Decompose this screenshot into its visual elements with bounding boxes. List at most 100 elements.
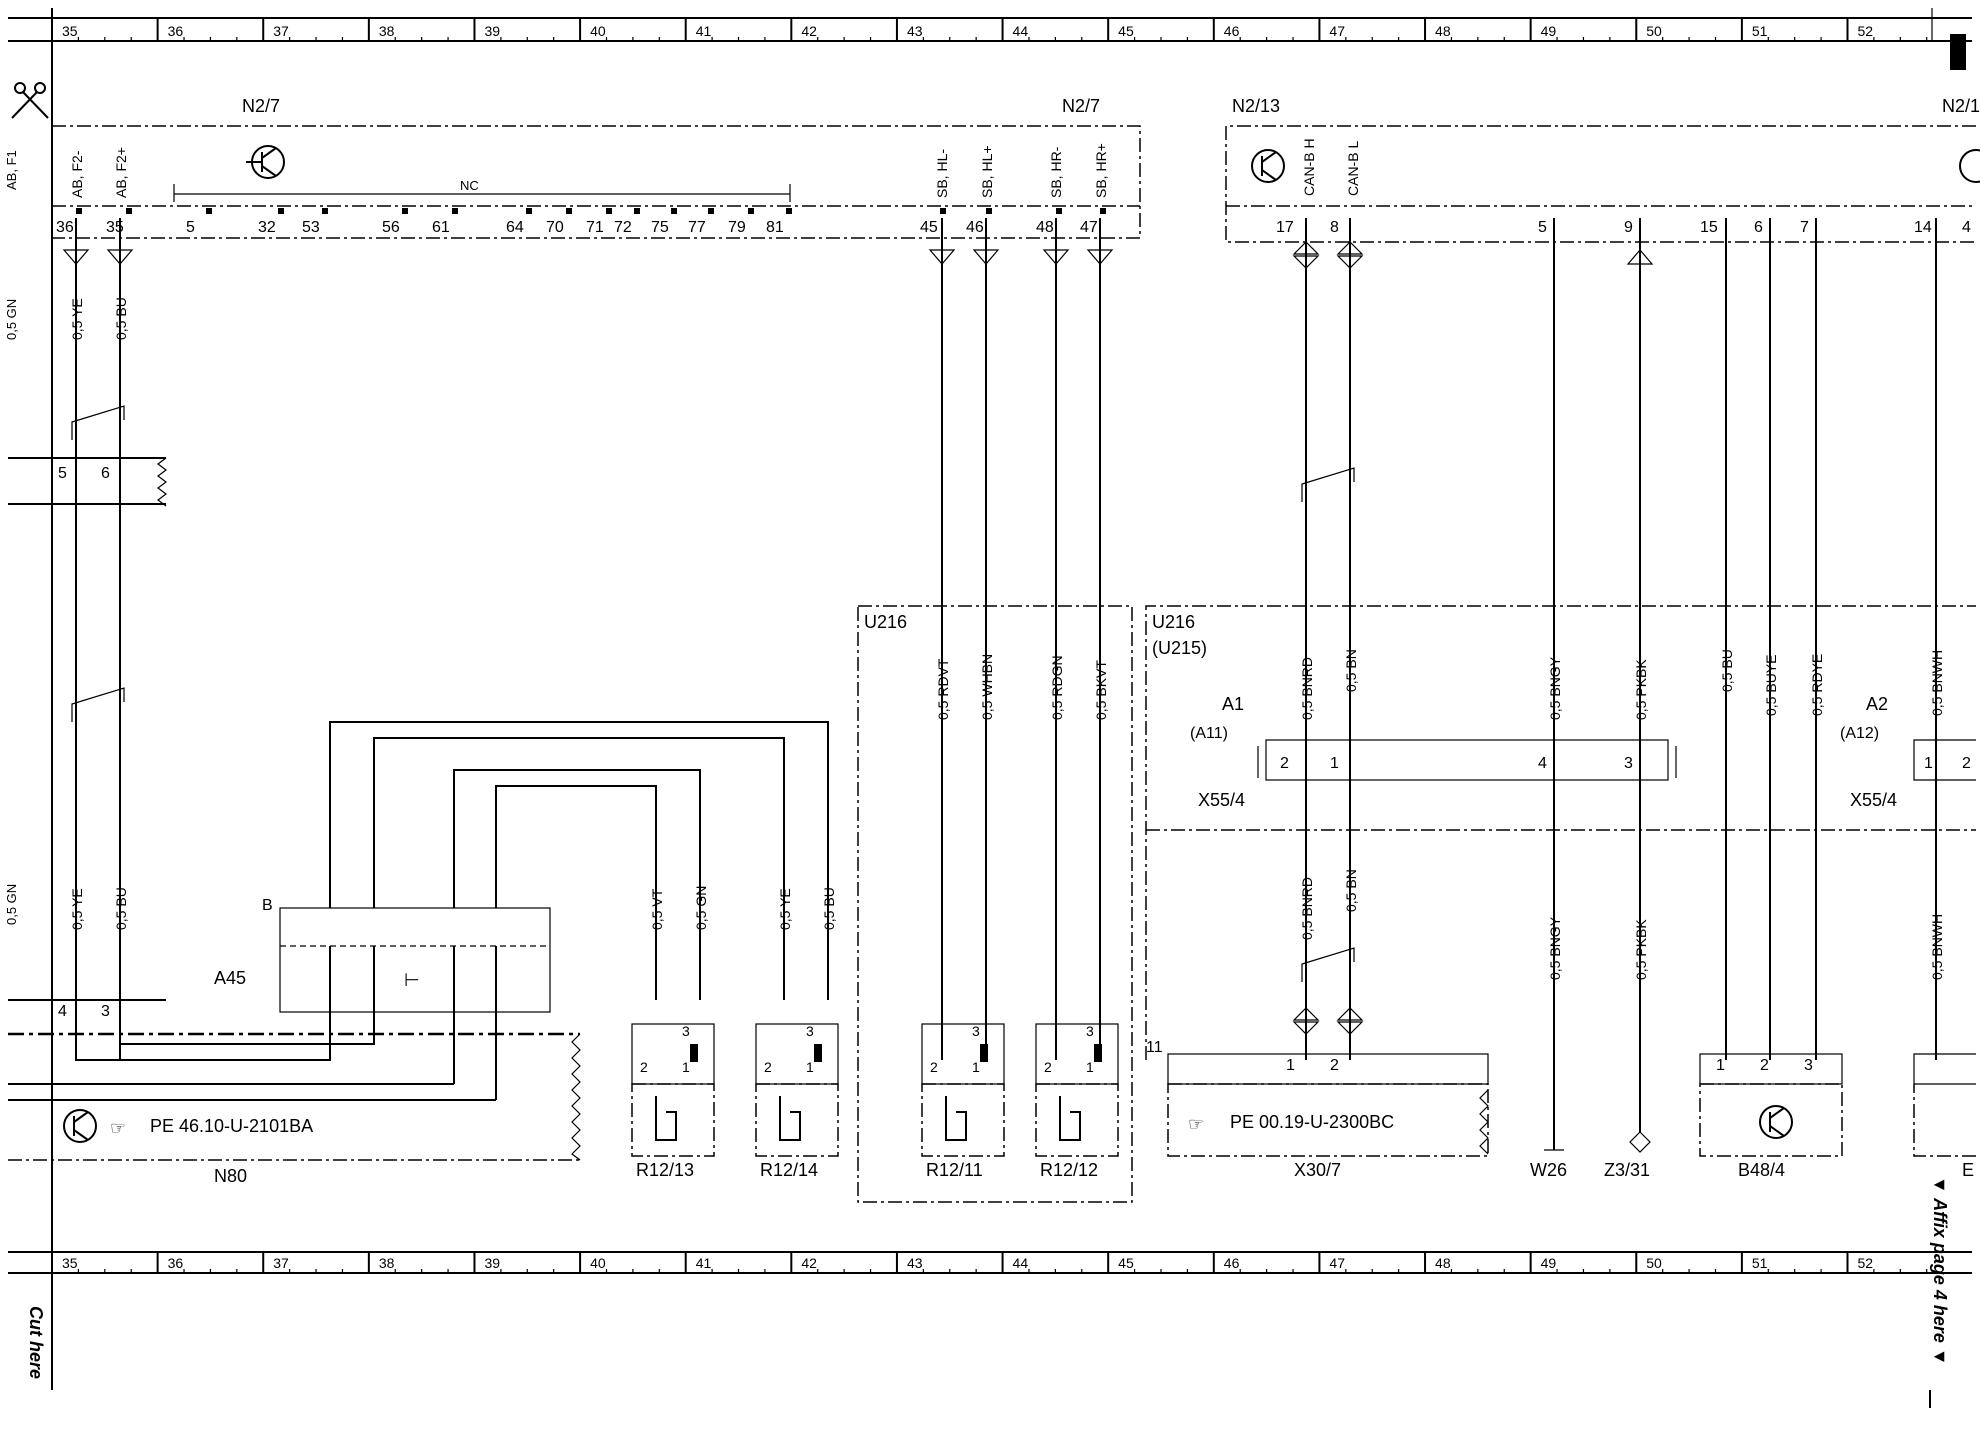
pin-contact — [634, 208, 640, 214]
resistor-label: R12/13 — [636, 1160, 694, 1180]
can-bus-wires: 0,5 BNRD 0,5 BN 0,5 BNRD 0,5 BN — [1292, 218, 1364, 1060]
pin-contact — [748, 208, 754, 214]
wire-pkbk-lower: 0,5 PKBK — [1633, 919, 1649, 980]
grid-number: 41 — [696, 23, 712, 39]
pin-contact — [940, 208, 946, 214]
x554-pin1: 1 — [1330, 755, 1339, 772]
n27-pin-number: 48 — [1036, 219, 1054, 236]
grid-number: 38 — [379, 1255, 395, 1271]
b484-wires: 0,5 BU 0,5 BUYE 0,5 RDYE 0,5 BNWH 0,5 BN… — [1719, 218, 1945, 1060]
resistor-pin: 3 — [682, 1023, 690, 1039]
grid-number: 40 — [590, 1255, 606, 1271]
wire-bkvt: 0,5 BKVT — [1093, 660, 1109, 720]
pin-contact — [452, 208, 458, 214]
mid-connector-pin6: 6 — [101, 465, 110, 482]
margin-label-top: AB, F1 — [4, 150, 19, 190]
n80-module: ☞ PE 46.10-U-2101BA N80 — [8, 1033, 581, 1186]
resistor-label: R12/12 — [1040, 1160, 1098, 1180]
pointing-hand-icon: ☞ — [1188, 1114, 1204, 1134]
signal-sb-hl-minus: SB, HL- — [934, 149, 950, 198]
margin-label-mid: 0,5 GN — [4, 299, 19, 340]
x554-pin3: 3 — [1624, 755, 1633, 772]
heater-coil-icon — [1059, 1096, 1081, 1141]
nc-label: NC — [460, 178, 479, 193]
pin-contact — [1100, 208, 1106, 214]
n27-pin-number: 36 — [56, 219, 74, 236]
x554-right-label: X55/4 — [1850, 790, 1897, 810]
wire-bn-lower: 0,5 BN — [1343, 869, 1359, 912]
top-grid-ruler — [8, 17, 1972, 42]
resistor-label: R12/14 — [760, 1160, 818, 1180]
grid-number: 49 — [1541, 1255, 1557, 1271]
pin-contact — [671, 208, 677, 214]
n213-pin-number: 15 — [1700, 219, 1718, 236]
resistor-pin: 1 — [1086, 1059, 1094, 1075]
heater-element-icon — [1094, 1044, 1102, 1062]
grid-number: 48 — [1435, 23, 1451, 39]
a11-label: (A11) — [1190, 725, 1228, 742]
wire-buye: 0,5 BUYE — [1763, 655, 1779, 716]
pin-contact — [126, 208, 132, 214]
transistor-icon — [246, 145, 285, 179]
resistor-pin: 1 — [972, 1059, 980, 1075]
grid-number: 46 — [1224, 23, 1240, 39]
a45-symbol: ⊢ — [404, 970, 420, 990]
cut-module-e-label: E — [1962, 1160, 1974, 1180]
pin-contact — [786, 208, 792, 214]
x554-left-label: X55/4 — [1198, 790, 1245, 810]
n213-control-unit: N2/13 N2/1 CAN-B H CAN-B L — [1225, 96, 1980, 243]
grid-number: 39 — [484, 23, 500, 39]
pointing-hand-icon: ☞ — [110, 1118, 126, 1138]
x307-pin1: 1 — [1286, 1057, 1295, 1074]
signal-sb-hr-plus: SB, HR+ — [1093, 143, 1109, 198]
n213-pin-number: 8 — [1330, 219, 1339, 236]
wire-whbn: 0,5 WHBN — [979, 654, 995, 720]
n213-pin-number: 6 — [1754, 219, 1763, 236]
n213-label: N2/13 — [1232, 96, 1280, 116]
wire-bngy-lower: 0,5 BNGY — [1547, 916, 1563, 980]
seat-belt-wires: 0,5 RDVT 0,5 WHBN 0,5 RDGN 0,5 BKVT — [928, 218, 1114, 1060]
grid-number: 48 — [1435, 1255, 1451, 1271]
heater-element-icon — [814, 1044, 822, 1062]
pin-contact — [206, 208, 212, 214]
signal-can-b-l: CAN-B L — [1345, 141, 1361, 196]
n213-pin-number: 7 — [1800, 219, 1809, 236]
wire-rdye: 0,5 RDYE — [1809, 654, 1825, 716]
wire-bnwh-lower: 0,5 BNWH — [1929, 914, 1945, 980]
n213-pin-number: 17 — [1276, 219, 1294, 236]
grid-number: 50 — [1646, 23, 1662, 39]
resistor-pin: 1 — [806, 1059, 814, 1075]
n27-pin-number: 79 — [728, 219, 746, 236]
a2-label: A2 — [1866, 694, 1888, 714]
b484-pin3: 3 — [1804, 1057, 1813, 1074]
n80-reference: PE 46.10-U-2101BA — [150, 1116, 313, 1136]
wire-bu-b484: 0,5 BU — [1719, 649, 1735, 692]
resistor-pin: 2 — [930, 1059, 938, 1075]
wire-bn-upper: 0,5 BN — [1343, 649, 1359, 692]
grid-number: 51 — [1752, 23, 1768, 39]
n27-pin-number: 61 — [432, 219, 450, 236]
a45-label: A45 — [214, 968, 246, 988]
grid-number: 51 — [1752, 1255, 1768, 1271]
n213-pin-number: 5 — [1538, 219, 1547, 236]
u216-left-boundary: U216 — [857, 605, 1133, 1203]
transistor-icon — [1251, 149, 1285, 183]
x554r-pin2: 2 — [1962, 755, 1971, 772]
resistor-pin: 2 — [640, 1059, 648, 1075]
w26-label: W26 — [1530, 1160, 1567, 1180]
n27-pin-number: 46 — [966, 219, 984, 236]
grid-number: 47 — [1329, 1255, 1345, 1271]
u215-label: (U215) — [1152, 638, 1207, 658]
pin-contact — [606, 208, 612, 214]
pin-contact — [708, 208, 714, 214]
u216-right-boundary: U216 (U215) A1 (A11) A2 (A12) X55/4 X55/… — [1145, 605, 1976, 1060]
low-connector-pin3: 3 — [101, 1003, 110, 1020]
resistor-pin: 1 — [682, 1059, 690, 1075]
n27-pin-number: 70 — [546, 219, 564, 236]
b484-pin2: 2 — [1760, 1057, 1769, 1074]
x307-connector: 11 1 2 ☞ PE 00.19-U-2300BC X30/7 — [1146, 1039, 1489, 1180]
n27-pin-number: 56 — [382, 219, 400, 236]
